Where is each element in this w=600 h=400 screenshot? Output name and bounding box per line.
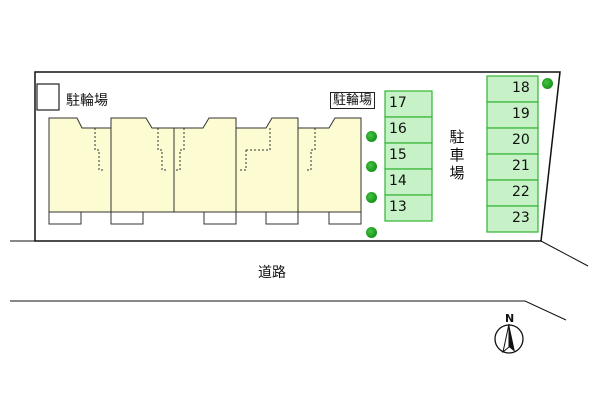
tree-icon: [366, 192, 377, 203]
building-unit: [235, 117, 299, 213]
building-unit: [48, 117, 112, 213]
north-arrow-icon: [494, 323, 524, 354]
tree-icon: [542, 78, 553, 89]
building-unit: [297, 117, 362, 213]
bicycle-shed-icon: [36, 83, 60, 111]
parking-label: 駐車場: [449, 128, 465, 182]
parking-spot-number: 20: [512, 132, 530, 148]
north-label: N: [505, 312, 515, 325]
bicycle-parking-label-right: 駐輪場: [330, 92, 376, 109]
tree-icon: [366, 131, 377, 142]
parking-spot-number: 21: [512, 158, 530, 174]
building-unit: [110, 117, 175, 213]
building: [48, 117, 362, 213]
parking-spot-number: 17: [389, 95, 407, 111]
road-label: 道路: [258, 265, 286, 281]
tree-icon: [366, 227, 377, 238]
parking-spot-number: 18: [512, 80, 530, 96]
parking-area-right: [486, 75, 539, 233]
property-boundary: [34, 71, 561, 242]
parking-spot-number: 22: [512, 184, 530, 200]
building-unit: [173, 117, 237, 213]
parking-spot-number: 14: [389, 173, 407, 189]
parking-area-left: [384, 90, 433, 222]
bicycle-parking-label-left: 駐輪場: [66, 93, 108, 109]
building-interior-lines: [94, 128, 316, 171]
parking-spot-number: 13: [389, 199, 407, 215]
parking-spot-number: 19: [512, 106, 530, 122]
parking-spot-number: 23: [512, 210, 530, 226]
road-edge-top-right: [540, 240, 589, 267]
entrance-steps: [48, 211, 362, 225]
road-edge-bottom: [10, 300, 567, 321]
tree-icon: [366, 161, 377, 172]
parking-spot-number: 16: [389, 121, 407, 137]
parking-spot-number: 15: [389, 147, 407, 163]
